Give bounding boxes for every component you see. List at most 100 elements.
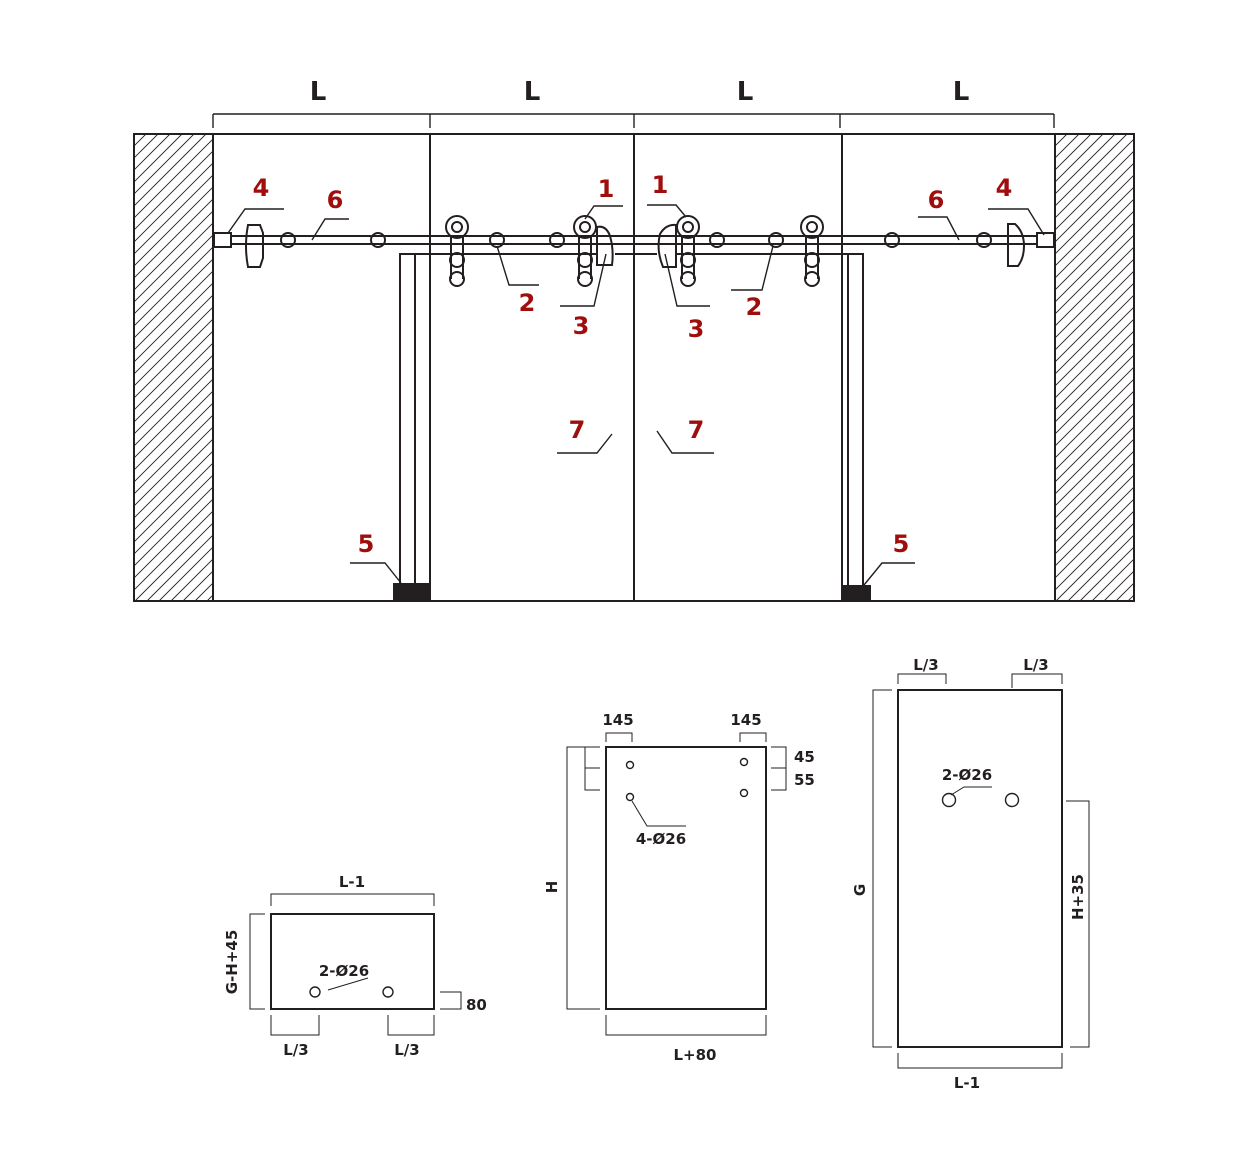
hatch-line — [1055, 162, 1134, 243]
opening-frame — [213, 133, 1055, 602]
hatch-line — [1164, 134, 1244, 601]
left-wall — [133, 133, 1118, 602]
hatch-line — [1055, 134, 1092, 171]
callout-left-roller-inner-top: 1 — [598, 175, 615, 203]
hatch-line — [134, 450, 213, 531]
panel-side-width: L-1 — [954, 1074, 980, 1092]
roller-4 — [800, 215, 824, 287]
roller-3 — [657, 215, 700, 287]
hatch-line — [134, 134, 147, 147]
hatch-line — [1188, 134, 1244, 601]
hatch-line — [519, 134, 986, 601]
hatch-line — [134, 134, 135, 135]
hatch-line — [1236, 134, 1244, 601]
hatch-line — [639, 134, 1106, 601]
hatch-line — [1055, 498, 1134, 579]
hatch-line — [1055, 198, 1134, 279]
hatch-line — [134, 246, 213, 327]
hatch-line — [279, 134, 746, 601]
panel-side-holes: 2-Ø26 — [942, 766, 992, 784]
elevation-view: L L L L — [133, 77, 1244, 602]
hatch-line — [1055, 222, 1134, 303]
panel-door-edge-left: 145 — [602, 711, 633, 729]
span-label-4: L — [953, 77, 970, 107]
hatch-line — [134, 198, 213, 279]
span-label-3: L — [737, 77, 754, 107]
hatch-line — [1055, 330, 1134, 411]
hatch-line — [651, 134, 1118, 601]
roller-2 — [573, 215, 614, 287]
hatch-line — [579, 134, 1046, 601]
hatch-line — [1055, 342, 1134, 423]
hatch-line — [1055, 486, 1134, 567]
hatch-line — [1091, 558, 1134, 601]
hatch-line — [387, 134, 854, 601]
hatch-line — [1127, 594, 1134, 601]
hatch-line — [134, 134, 207, 207]
callout-left-roller-inner-bottom: 3 — [573, 312, 590, 340]
rail — [213, 232, 1055, 248]
hatch-line — [1055, 414, 1134, 495]
hatch-line — [447, 134, 914, 601]
hatch-line — [134, 426, 213, 507]
hatch-line — [134, 174, 213, 255]
hatch-line — [411, 134, 878, 601]
panel-fixed-spacing-left: L/3 — [283, 1041, 308, 1059]
callout-right-wall-stop: 4 — [996, 174, 1013, 202]
floor-guide-right — [843, 585, 871, 601]
panel-door-width: L+80 — [673, 1046, 716, 1064]
hatch-line — [134, 402, 213, 483]
hatch-line — [134, 330, 213, 411]
hatch-line — [327, 134, 794, 601]
panel-door-holes: 4-Ø26 — [636, 830, 686, 848]
hatch-line — [134, 306, 213, 387]
hatch-line — [134, 438, 213, 519]
panel-door-height: H — [543, 881, 561, 894]
callout-left-rail-holder: 6 — [327, 186, 344, 214]
hatch-line — [1055, 210, 1134, 291]
hatch-line — [255, 134, 722, 601]
panel-side-height: G — [851, 884, 869, 896]
panel-door-offset-top: 45 — [794, 748, 815, 766]
hatch-line — [1055, 270, 1134, 351]
hatch-line — [1176, 134, 1244, 601]
callout-right-roller-inner-top: 1 — [652, 171, 669, 199]
hatch-line — [1140, 134, 1244, 601]
callout-right-rail-holder: 6 — [928, 186, 945, 214]
hatch-line — [1103, 570, 1134, 601]
hatch-line — [1055, 366, 1134, 447]
hatch-line — [134, 138, 213, 219]
hatch-line — [134, 150, 213, 231]
hatch-line — [134, 162, 213, 243]
span-dimension-brackets — [212, 113, 1055, 128]
right-wall — [1054, 133, 1244, 602]
hatch-line — [1055, 134, 1068, 147]
door-panels — [399, 253, 864, 601]
hatch-line — [1055, 134, 1104, 183]
hatch-line — [423, 134, 890, 601]
hatch-line — [591, 134, 1058, 601]
hatch-line — [146, 534, 213, 601]
hatch-line — [351, 134, 818, 601]
hatch-line — [1055, 174, 1134, 255]
hatch-line — [315, 134, 782, 601]
hatch-line — [1055, 234, 1134, 315]
hatch-line — [1055, 510, 1134, 591]
hatch-line — [459, 134, 926, 601]
hatch-line — [1055, 186, 1134, 267]
hatch-line — [1055, 522, 1134, 601]
hatch-line — [1055, 306, 1134, 387]
hatch-line — [134, 378, 213, 459]
hatch-line — [375, 134, 842, 601]
roller-1 — [445, 215, 469, 287]
panel-fixed-spacing-right: L/3 — [394, 1041, 419, 1059]
hatch-line — [134, 366, 213, 447]
floor-guide-left — [393, 583, 430, 601]
end-stoppers — [245, 223, 1026, 268]
hatch-line — [1055, 438, 1134, 519]
hatch-line — [1055, 318, 1134, 399]
hatch-line — [134, 342, 213, 423]
hatch-line — [1115, 582, 1134, 601]
hatch-line — [1055, 134, 1056, 135]
panel-fixed-width: L-1 — [339, 873, 365, 891]
